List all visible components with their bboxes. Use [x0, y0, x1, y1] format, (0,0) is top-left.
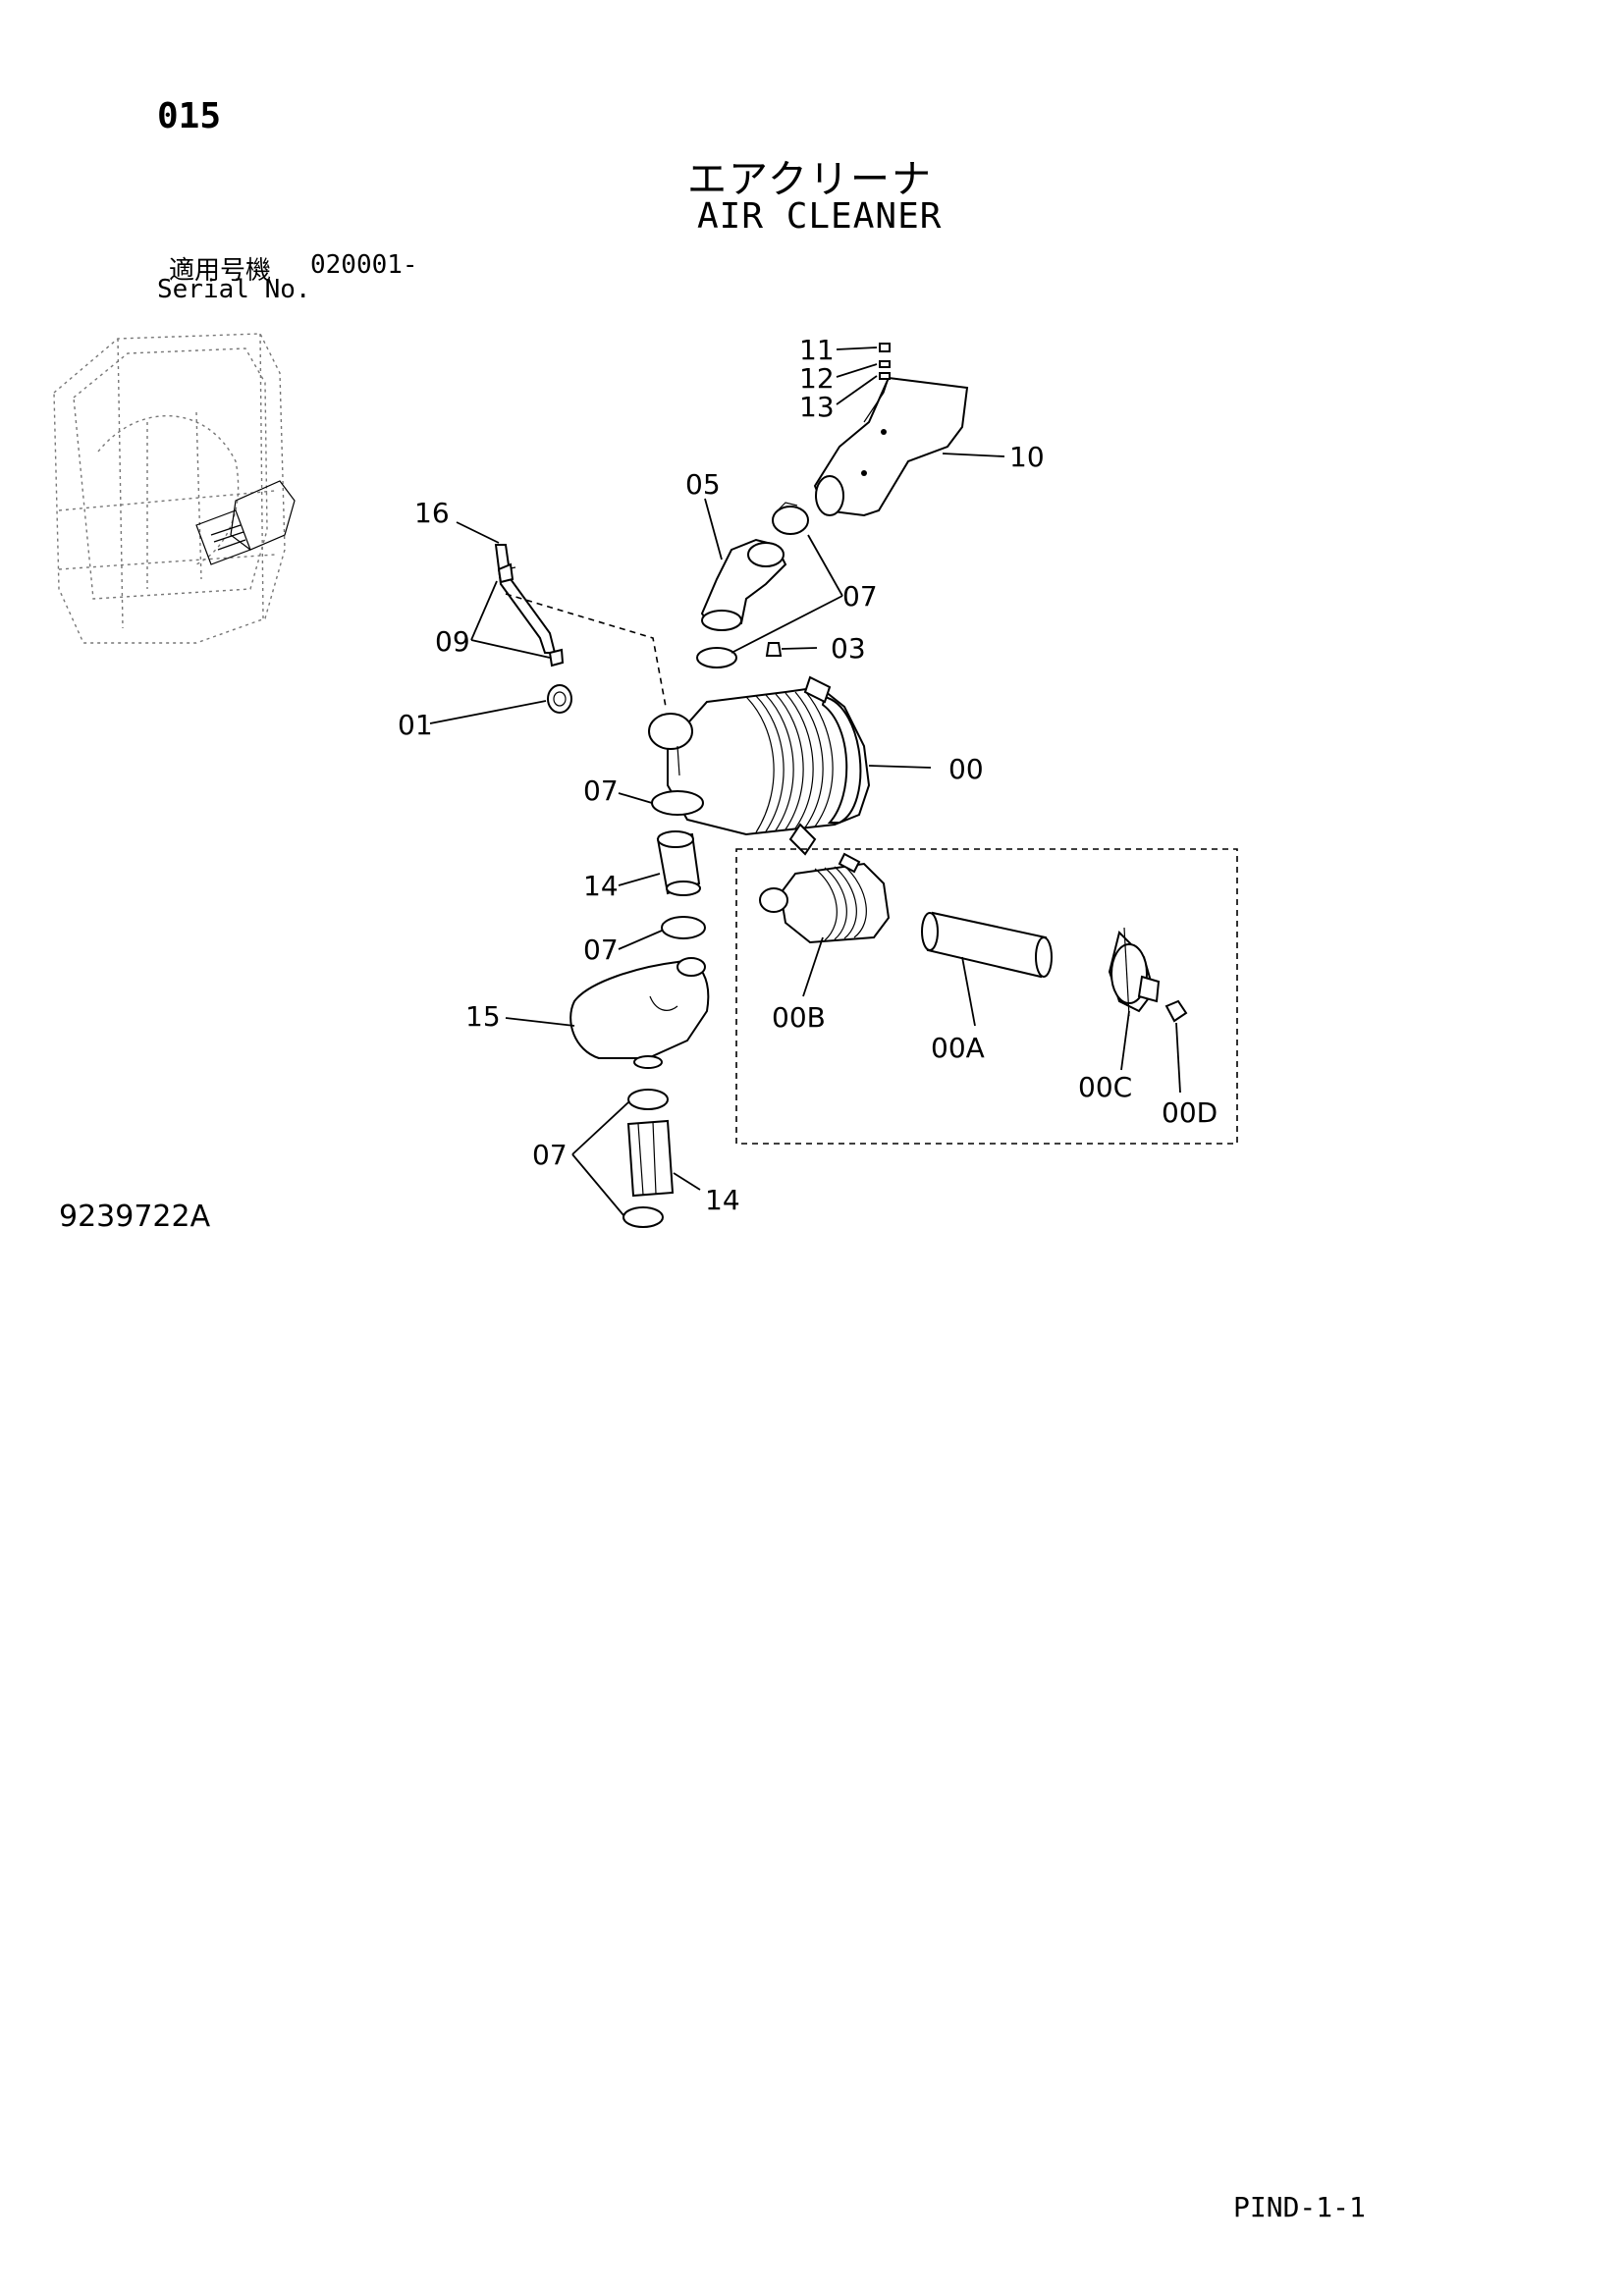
part-07-clamp-bottom-upper [627, 1089, 669, 1110]
part-00C-cover [1108, 927, 1161, 1017]
drawing-number: 9239722A [59, 1200, 211, 1234]
part-07-clamp-lower [661, 916, 706, 939]
part-07-clamp-bottom-lower [623, 1206, 664, 1228]
callout-14-b: 14 [705, 1184, 740, 1216]
serial-label-japanese: 適用号機 [169, 256, 272, 286]
part-16-pipe [494, 544, 557, 654]
part-00-air-cleaner-body [648, 675, 871, 856]
callout-09: 09 [435, 625, 470, 658]
callout-14-a: 14 [583, 870, 619, 902]
callout-00A: 00A [931, 1032, 985, 1064]
callout-07-b: 07 [583, 774, 619, 807]
sub-components-box [735, 848, 1238, 1145]
page-code: PIND-1-1 [1233, 2191, 1366, 2223]
title-japanese: エアクリーナ [687, 157, 933, 202]
callout-15: 15 [465, 1000, 501, 1033]
part-00B-cleaner-housing [759, 852, 891, 944]
part-00A-filter-element [921, 911, 1053, 979]
part-07-clamp-upper [772, 502, 809, 535]
part-14-sleeve-upper [656, 830, 701, 896]
part-09-clips [497, 562, 565, 667]
callout-03: 03 [831, 632, 866, 665]
callout-11: 11 [799, 334, 835, 366]
callout-07-c: 07 [583, 934, 619, 966]
part-05-bent-hose [700, 538, 787, 631]
part-01-fitting [547, 684, 572, 714]
part-00D-valve [1164, 999, 1188, 1023]
callout-labels: 11 12 13 10 05 16 07 09 03 01 00 07 14 0… [398, 334, 1218, 1216]
callout-10: 10 [1009, 441, 1045, 473]
part-07-clamp-middle [651, 790, 704, 816]
callout-07-d: 07 [532, 1139, 568, 1171]
parts-11-12-13-hardware [879, 343, 891, 380]
callout-00D: 00D [1162, 1096, 1218, 1129]
callout-00: 00 [948, 753, 984, 785]
part-03-fitting [765, 642, 783, 657]
callout-07-a: 07 [842, 580, 878, 613]
leader-lines [429, 347, 1181, 1216]
callout-05: 05 [685, 468, 721, 501]
callout-00B: 00B [772, 1001, 826, 1034]
serial-number-value: 020001- [310, 250, 418, 280]
serial-label-english: Serial No. [157, 275, 311, 304]
callout-12: 12 [799, 362, 835, 395]
callout-13: 13 [799, 391, 835, 423]
title-english: AIR CLEANER [697, 196, 943, 237]
part-10-intake-duct [813, 376, 969, 517]
part-15-pre-cleaner [569, 957, 710, 1069]
part-14-sleeve-lower [626, 1119, 675, 1198]
machine-location-sketch [53, 333, 296, 644]
page-number: 015 [157, 96, 222, 136]
callout-01: 01 [398, 709, 433, 741]
callout-00C: 00C [1078, 1071, 1132, 1103]
callout-16: 16 [414, 497, 450, 529]
part-07-clamp-hose-bottom [696, 647, 737, 668]
